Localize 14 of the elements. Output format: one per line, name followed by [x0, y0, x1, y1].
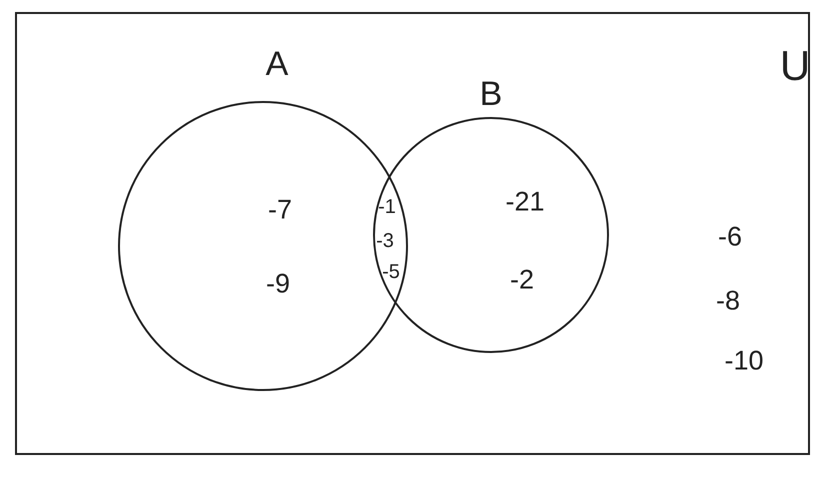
set-element: -10	[724, 348, 764, 374]
set-element: -8	[716, 288, 740, 314]
set-element: -6	[718, 224, 742, 250]
universal-set-box	[15, 12, 810, 455]
set-element: -9	[266, 270, 290, 298]
set-element: -7	[268, 196, 292, 224]
set-element: -1	[378, 197, 396, 217]
set-element: -3	[376, 231, 394, 251]
set-label: B	[480, 77, 502, 111]
set-label: A	[266, 47, 288, 81]
universal-set-label: U	[780, 45, 810, 87]
set-element: -2	[510, 266, 534, 294]
set-element: -5	[382, 262, 400, 282]
set-element: -21	[505, 188, 545, 216]
